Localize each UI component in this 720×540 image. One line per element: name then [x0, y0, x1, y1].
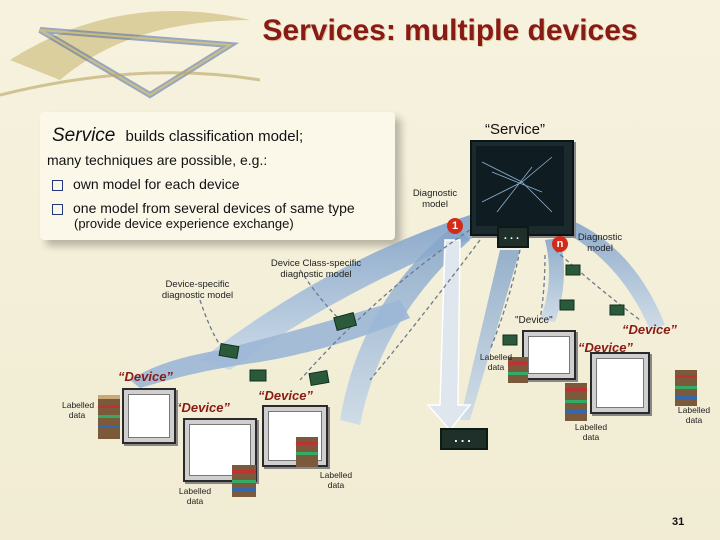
checkbox-bullet-icon — [52, 203, 63, 215]
diagnostic-model-label: Diagnostic model — [412, 188, 458, 210]
marker-n: n — [552, 236, 568, 252]
labelled-data-label: Labelled data — [479, 352, 513, 372]
marker-1: 1 — [447, 218, 463, 234]
service-rest: builds classification model; — [125, 128, 304, 145]
service-word: Service — [52, 125, 116, 146]
bullet-item: one model from several devices of same t… — [52, 200, 355, 216]
page-title: Services: multiple devices — [262, 14, 638, 47]
bullet-item: own model for each device — [52, 176, 240, 192]
book-stack-icon — [98, 395, 120, 439]
dots-box-top: ... — [497, 226, 529, 248]
network-graph-icon — [476, 146, 564, 226]
device-card — [522, 330, 576, 380]
device-label: “Device” — [622, 322, 677, 337]
service-monitor — [470, 140, 574, 236]
device-card — [122, 388, 176, 444]
labelled-data-label: Labelled data — [62, 400, 95, 420]
service-label: “Service” — [484, 121, 545, 138]
book-stack-icon — [675, 370, 697, 406]
device-label: "Device" — [515, 315, 553, 326]
service-line: Service builds classification model; — [52, 125, 303, 147]
text-panel — [40, 112, 395, 240]
device-card — [590, 352, 650, 414]
checkbox-bullet-icon — [52, 179, 63, 191]
device-label: “Device” — [258, 388, 313, 403]
labelled-data-label: Labelled data — [319, 470, 353, 490]
bullet-text: one model from several devices of same t… — [73, 200, 355, 216]
device-class-label: Device Class-specific diagnostic model — [270, 258, 362, 280]
device-label: “Device” — [175, 400, 230, 415]
dots-box-bottom: ... — [440, 428, 488, 450]
logo-triangle-icon — [0, 11, 260, 99]
book-stack-icon — [565, 383, 587, 421]
indent-note: (provide device experience exchange) — [74, 216, 294, 231]
book-stack-icon — [232, 465, 256, 497]
device-specific-label: Device-specific diagnostic model — [161, 279, 234, 301]
device-label: “Device” — [118, 369, 173, 384]
page-number: 31 — [672, 516, 685, 528]
book-stack-icon — [508, 357, 528, 383]
bullet-text: own model for each device — [73, 176, 240, 192]
labelled-data-label: Labelled data — [178, 486, 212, 506]
subline: many techniques are possible, e.g.: — [47, 152, 268, 168]
book-stack-icon — [296, 437, 318, 467]
labelled-data-label: Labelled data — [677, 405, 711, 425]
diagnostic-model-label: Diagnostic model — [577, 232, 623, 254]
labelled-data-label: Labelled data — [574, 422, 608, 442]
device-label: “Device” — [578, 340, 633, 355]
